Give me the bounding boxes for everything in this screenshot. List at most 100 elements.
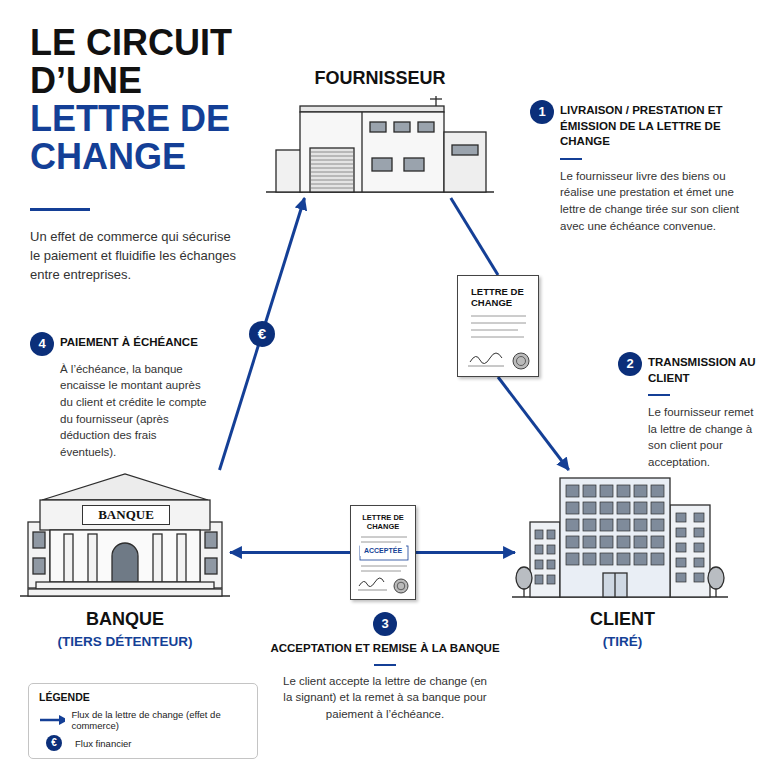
window — [617, 536, 630, 548]
step-rule — [648, 394, 670, 396]
flow-connector — [230, 551, 350, 554]
supplier-warehouse — [266, 96, 494, 192]
door-stripe — [311, 188, 353, 189]
step-rule — [374, 664, 396, 666]
seal — [517, 357, 526, 366]
title-rule — [30, 208, 90, 211]
window — [634, 485, 647, 497]
text-line — [361, 571, 401, 572]
window — [583, 553, 596, 565]
window — [651, 553, 664, 565]
diagram-title: LE CIRCUIT D’UNE LETTRE DE CHANGE — [30, 24, 270, 177]
window — [676, 528, 686, 537]
window — [600, 502, 613, 514]
window — [617, 553, 630, 565]
window — [566, 536, 579, 548]
title-part: LE CIRCUIT D’UNE — [30, 24, 270, 100]
flow-connector — [498, 377, 569, 470]
door-stripe — [311, 184, 353, 185]
window — [535, 575, 543, 584]
callout-number: 3 — [373, 612, 397, 636]
text-line — [471, 323, 526, 324]
door-stripe — [311, 180, 353, 181]
callout-number: 4 — [30, 332, 54, 356]
flow-connector — [451, 198, 498, 275]
edge-label: € — [249, 321, 275, 347]
window — [634, 502, 647, 514]
text-line — [361, 566, 407, 567]
text-line — [361, 542, 401, 543]
client-node: CLIENT (TIRÉ) — [515, 470, 730, 655]
entity-role: (TIRÉ) — [603, 634, 643, 649]
step-heading: LIVRAISON / PRESTATION ET ÉMISSION DE LA… — [560, 103, 755, 150]
bank-building — [20, 474, 230, 596]
legend-line-sample — [39, 714, 65, 726]
legend-row: Flux de la lettre de change (effet de co… — [39, 709, 247, 731]
window — [566, 485, 579, 497]
window — [694, 513, 704, 522]
step-callout: 1LIVRAISON / PRESTATION ET ÉMISSION DE L… — [530, 103, 755, 234]
subtitle-text: Un effet de commerce qui sécurise le pai… — [30, 228, 240, 285]
callout-number: 1 — [530, 100, 554, 124]
entity-name: FOURNISSEUR — [314, 68, 445, 89]
callout-number: 2 — [618, 352, 642, 376]
flow-connector — [416, 551, 515, 554]
accepted-stamp: ACCEPTÉE — [360, 545, 406, 556]
entity-name: CLIENT — [590, 609, 655, 630]
text-line — [471, 316, 526, 317]
window — [676, 558, 686, 567]
legend-box: LÉGENDE Flux de la lettre de change (effe… — [28, 683, 258, 759]
window — [600, 519, 613, 531]
title-part: LETTRE DE CHANGE — [30, 100, 270, 176]
window — [547, 560, 555, 569]
window — [566, 519, 579, 531]
door-stripe — [311, 152, 353, 153]
step-heading: TRANSMISSION AU CLIENT — [648, 355, 763, 386]
window — [694, 543, 704, 552]
window — [676, 543, 686, 552]
door-stripe — [311, 172, 353, 173]
supplier-node: FOURNISSEUR — [262, 62, 498, 198]
step-body: Le client accepte la lettre de change (e… — [283, 673, 488, 723]
step-body: À l’échéance, la banque encaisse le mont… — [60, 361, 213, 461]
window — [676, 573, 686, 582]
window — [535, 545, 543, 554]
facade-sign: BANQUE — [82, 505, 170, 525]
legend-title: LÉGENDE — [39, 691, 247, 703]
seal — [394, 579, 408, 593]
bill-document: LETTRE DE CHANGEACCEPTÉE — [350, 505, 416, 600]
window — [535, 530, 543, 539]
step-heading: ACCEPTATION ET REMISE À LA BANQUE — [250, 641, 520, 657]
step-callout: 3ACCEPTATION ET REMISE À LA BANQUE Le cli… — [250, 612, 520, 723]
bank-node: BANQUE (TIERS DÉTENTEUR) — [20, 470, 230, 655]
signature — [359, 578, 384, 587]
step-callout: 2TRANSMISSION AU CLIENTLe fournisseur re… — [618, 355, 763, 471]
window — [535, 560, 543, 569]
window — [583, 536, 596, 548]
seal — [397, 582, 405, 590]
signature — [470, 353, 502, 364]
entity-role: (TIERS DÉTENTEUR) — [58, 634, 193, 649]
legend-money-symbol: € — [46, 735, 62, 751]
window — [583, 502, 596, 514]
window — [547, 575, 555, 584]
window — [651, 485, 664, 497]
legend-row: € Flux financier — [39, 735, 247, 751]
window — [547, 545, 555, 554]
step-spacer — [30, 351, 213, 361]
window — [651, 536, 664, 548]
window — [634, 553, 647, 565]
window — [617, 485, 630, 497]
window — [566, 502, 579, 514]
legend-text: Flux financier — [75, 738, 132, 749]
window — [634, 519, 647, 531]
window — [547, 530, 555, 539]
bill-document: LETTRE DE CHANGE — [457, 275, 539, 377]
window — [676, 513, 686, 522]
window — [583, 519, 596, 531]
sample-head — [59, 715, 65, 725]
window — [600, 485, 613, 497]
window — [566, 553, 579, 565]
text-line — [361, 537, 407, 538]
